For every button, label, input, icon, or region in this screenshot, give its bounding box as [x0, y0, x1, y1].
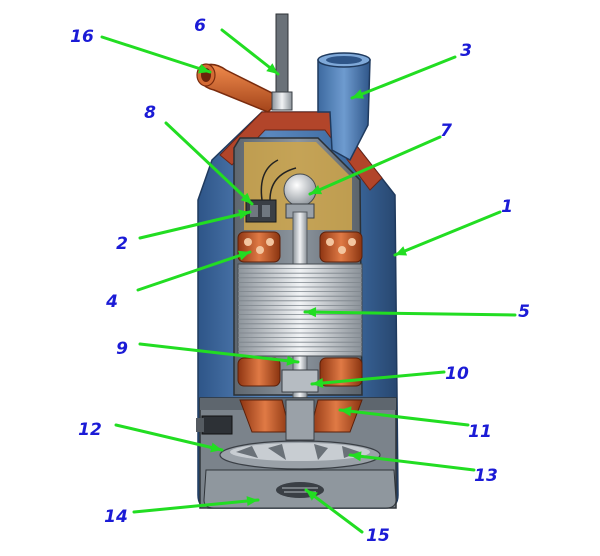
- stator-winding-upper: [237, 231, 363, 263]
- pointer-line-5: [303, 310, 517, 317]
- pointer-line-2: [138, 210, 252, 240]
- pointer-arrowhead-4: [237, 250, 250, 261]
- pointer-arrowhead-14: [246, 496, 258, 507]
- part-label-4: 4: [105, 292, 118, 312]
- inlet-strainer: [276, 482, 324, 498]
- part-label-8: 8: [144, 103, 156, 123]
- part-label-16: 16: [70, 27, 94, 47]
- power-cable: [271, 13, 293, 111]
- pointer-line-7: [308, 135, 442, 196]
- cable-gland: [196, 415, 233, 435]
- pointer-arrowhead-6: [266, 63, 278, 74]
- pointer-arrowhead-13: [350, 451, 362, 462]
- pointer-arrowhead-5: [305, 307, 317, 318]
- part-label-1: 1: [501, 197, 513, 217]
- part-label-3: 3: [460, 41, 472, 61]
- terminal-block: [245, 159, 297, 223]
- pointer-line-12: [114, 423, 224, 452]
- pointer-line-11: [338, 408, 470, 427]
- pointer-arrowhead-8: [240, 192, 252, 204]
- pointer-line-16: [100, 35, 212, 74]
- part-label-13: 13: [474, 466, 498, 486]
- part-label-2: 2: [116, 234, 128, 254]
- pointer-arrowhead-11: [340, 406, 352, 417]
- pointer-line-13: [348, 453, 476, 472]
- pointer-line-8: [164, 121, 254, 206]
- part-label-12: 12: [78, 420, 102, 440]
- part-label-10: 10: [445, 364, 469, 384]
- pointer-line-6: [220, 28, 280, 76]
- pointer-arrowhead-3: [352, 89, 365, 99]
- float-switch: [283, 173, 317, 207]
- part-label-11: 11: [468, 422, 492, 442]
- part-label-15: 15: [366, 526, 390, 546]
- pointer-arrowhead-15: [306, 490, 318, 501]
- pointer-line-14: [132, 498, 260, 514]
- pointer-line-10: [310, 370, 446, 386]
- stator-core: [237, 263, 363, 357]
- pointer-arrowhead-1: [395, 246, 408, 256]
- pointer-arrowhead-12: [210, 442, 222, 453]
- pointer-line-9: [138, 342, 300, 364]
- lower-bearing: [281, 369, 319, 393]
- pointer-arrowhead-16: [197, 63, 210, 74]
- part-label-6: 6: [194, 16, 206, 36]
- part-label-14: 14: [104, 507, 128, 527]
- pointer-arrowhead-10: [312, 378, 324, 388]
- pointer-arrowhead-2: [238, 209, 250, 220]
- discharge-outlet: [317, 52, 371, 162]
- pointer-line-3: [350, 55, 457, 100]
- pointer-lines: [100, 28, 517, 534]
- pointer-arrowhead-9: [286, 355, 298, 366]
- part-label-9: 9: [116, 339, 128, 359]
- pointer-arrowhead-7: [310, 185, 323, 195]
- pointer-line-4: [136, 250, 252, 292]
- pointer-line-1: [393, 210, 502, 257]
- part-label-7: 7: [440, 121, 452, 141]
- pointer-line-15: [304, 488, 364, 534]
- impeller: [219, 440, 381, 470]
- part-label-5: 5: [518, 302, 530, 322]
